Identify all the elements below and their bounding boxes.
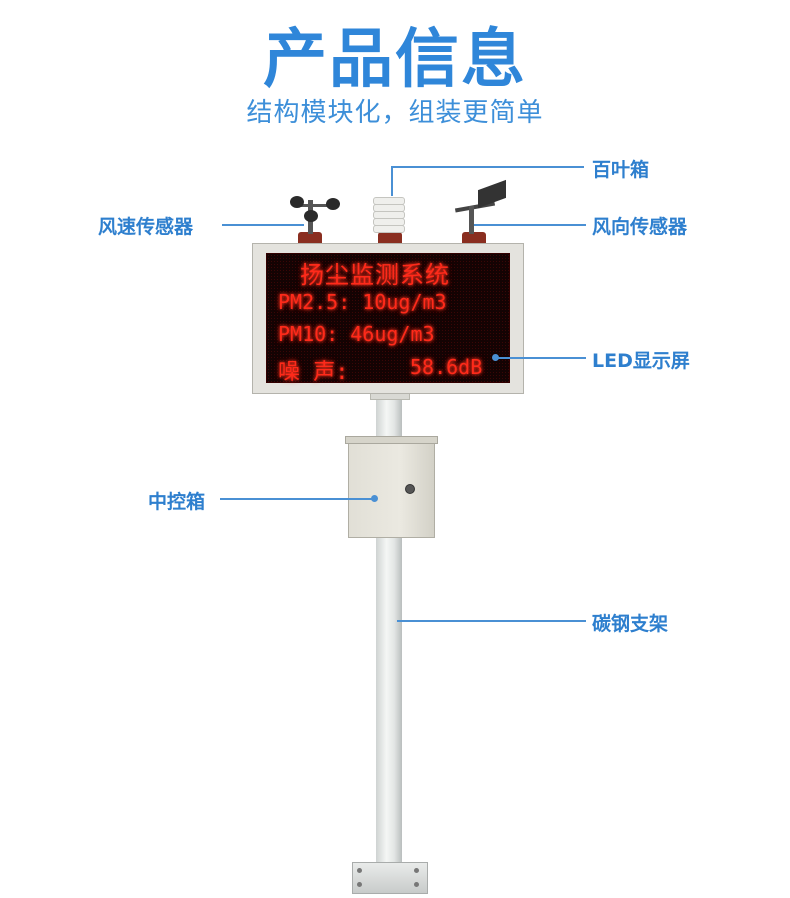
bolt-icon: [414, 868, 419, 873]
led-line-pm10: PM10: 46ug/m3: [278, 322, 435, 346]
led-line-pm25: PM2.5: 10ug/m3: [278, 290, 447, 314]
callout-line: [222, 224, 304, 226]
anemometer-arm: [296, 204, 336, 207]
wind-vane-post: [469, 206, 474, 234]
lock-icon: [405, 484, 415, 494]
callout-line: [397, 620, 586, 622]
callout-line: [391, 166, 584, 168]
led-screen: [266, 253, 510, 383]
callout-line: [220, 498, 374, 500]
led-line-noise-label: 噪 声:: [278, 360, 349, 385]
callout-control-box: 中控箱: [148, 491, 206, 513]
callout-led-display: LED显示屏: [592, 350, 690, 372]
cabinet-roof: [345, 436, 438, 444]
callout-dot: [371, 495, 378, 502]
page-subtitle: 结构模块化，组装更简单: [246, 98, 544, 128]
led-line-title: 扬尘监测系统: [300, 261, 450, 289]
callout-louver-box: 百叶箱: [592, 159, 650, 181]
callout-line: [391, 166, 393, 196]
callout-carbon-steel-bracket: 碳钢支架: [592, 613, 669, 635]
anemometer-cup-icon: [326, 198, 340, 210]
callout-wind-direction-sensor: 风向传感器: [592, 216, 688, 238]
page-title: 产品信息: [263, 23, 527, 97]
anemometer-cup-icon: [304, 210, 318, 222]
anemometer-cup-icon: [290, 196, 304, 208]
callout-dot: [492, 354, 499, 361]
louver-ring: [373, 225, 405, 233]
bolt-icon: [414, 882, 419, 887]
led-line-noise-value: 58.6dB: [410, 355, 483, 379]
callout-line: [496, 357, 586, 359]
bolt-icon: [357, 882, 362, 887]
callout-line: [474, 224, 586, 226]
control-cabinet: [348, 438, 435, 538]
bolt-icon: [357, 868, 362, 873]
pole-base-plate: [352, 862, 428, 894]
callout-wind-speed-sensor: 风速传感器: [98, 216, 194, 238]
